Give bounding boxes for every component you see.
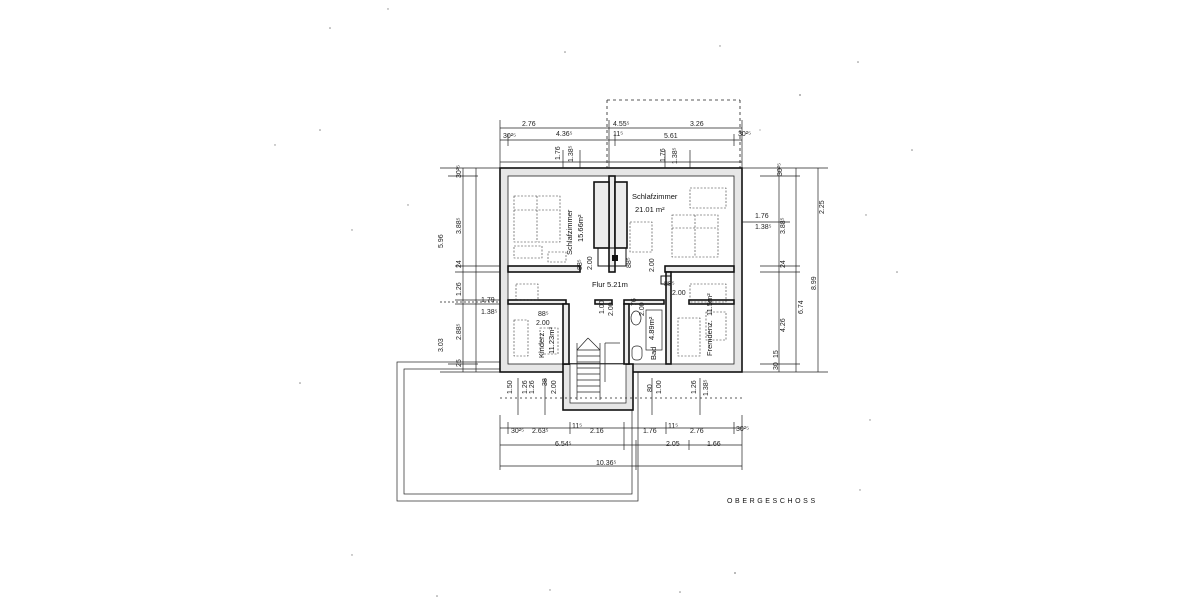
room-area-schlafzimmer-right: 21.01 m² [635,205,665,214]
dim-text: 1.50 [507,380,514,394]
dim-text: 1.26 [529,380,536,394]
dim-text: 2.00 [536,320,550,327]
dim-text: 25 [456,359,463,367]
top-dashed-outline [606,99,741,168]
dim-text: 30²⁵ [738,131,751,138]
dim-text: 76 [631,298,638,306]
room-area-schlafzimmer-left: 15.66m² [576,214,585,242]
dim-text: 1.76 [555,146,562,160]
scan-specks [274,8,913,597]
dim-text: 1.79 [481,297,495,304]
dim-text: 1.26 [456,282,463,296]
dim-text: 2.76 [522,121,536,128]
dim-text: 30²⁵ [503,133,516,140]
dim-text: 38 [542,378,549,386]
dim-text: 2.16 [590,428,604,435]
plan-title: OBERGESCHOSS [727,498,818,505]
dim-text: 30²⁵ [511,428,524,435]
dimension-texts: 2.76 4.55⁵ 3.26 30²⁵ 4.36⁵ 11⁵ 5.61 30²⁵… [438,121,826,467]
dim-text: 11⁵ [613,131,623,138]
dim-text: 1.76 [643,428,657,435]
room-label-schlafzimmer-right: Schlafzimmer [632,192,678,201]
dim-text: 5.96 [438,234,445,248]
dim-text: 1.26 [691,380,698,394]
dim-text: 1.26 [522,380,529,394]
dim-text: 5.61 [664,133,678,140]
furniture [513,187,727,361]
dim-text: 1.76 [660,148,667,162]
dim-text: 2.00 [551,380,558,394]
dim-text: 15 [773,350,780,358]
dim-text: 2.88⁵ [456,323,463,340]
dim-text: 3.88⁵ [456,217,463,234]
dim-text: 88⁵ [577,259,584,270]
dim-text: 30²⁵ [456,165,463,178]
room-label-kinderzimmer: Kinderz. [537,330,546,358]
dim-text: 3.26 [690,121,704,128]
dim-text: 8.99 [811,276,818,290]
room-area-fremdenzimmer: 11.5m² [705,293,714,316]
house-walls [499,167,743,411]
dim-text: 1.76 [755,213,769,220]
room-label-schlafzimmer-left: Schlafzimmer [565,209,574,255]
dim-text: 1.38⁵ [568,145,575,162]
staircase [576,337,620,400]
room-area-bad: 4.89m² [647,316,656,340]
dim-text: 6.74 [798,300,805,314]
dim-text: 88⁵ [538,311,549,318]
dim-text: 10.36⁵ [596,460,617,467]
dim-text: 88⁵ [626,257,633,268]
room-label-fremdenzimmer: Fremdenz. [705,320,714,356]
dim-text: 2.00 [672,290,686,297]
dim-text: 3.88⁵ [780,217,787,234]
dim-text: 4.26 [780,318,787,332]
dim-text: 1.38⁵ [481,309,498,316]
dim-text: 4.36⁵ [556,131,573,138]
dim-text: 2.00 [587,256,594,270]
dim-text: 1.38⁵ [672,147,679,164]
dim-text: 1.00 [656,380,663,394]
dim-text: 24 [780,260,787,268]
dim-text: 2.00 [608,302,615,316]
dim-text: 30 [773,362,780,370]
dim-text: 2.05 [666,441,680,448]
dim-text: 2.76 [690,428,704,435]
dim-text: 2.00 [639,302,646,316]
dim-text: 2.63⁵ [532,428,549,435]
dim-text: 2.00 [649,258,656,272]
dim-text: 88⁵ [664,281,675,288]
dim-text: 1.66 [707,441,721,448]
dim-text: 24 [456,260,463,268]
dim-text: 11⁵ [668,423,678,430]
dim-text: 4.55⁵ [613,121,630,128]
dim-text: 1.38⁵ [703,379,710,396]
room-labels: Schlafzimmer 15.66m² Schlafzimmer 21.01 … [537,192,714,360]
dim-text: 6.54⁵ [555,441,572,448]
dimension-lines [440,120,828,470]
dim-text: 3.03 [438,338,445,352]
dim-text: 1.00 [599,300,606,314]
room-area-kinderzimmer: 11.23m² [547,327,556,354]
dim-text: 30²⁵ [777,163,784,176]
room-label-flur: Flur 5.21m [592,280,628,289]
dim-text: 2.25 [819,200,826,214]
dim-text: 1.38⁵ [755,224,772,231]
dim-text: 80 [647,384,654,392]
dim-text: 30²⁵ [736,426,749,433]
dim-text: 11⁵ [572,423,582,430]
room-label-bad: Bad [649,347,658,360]
